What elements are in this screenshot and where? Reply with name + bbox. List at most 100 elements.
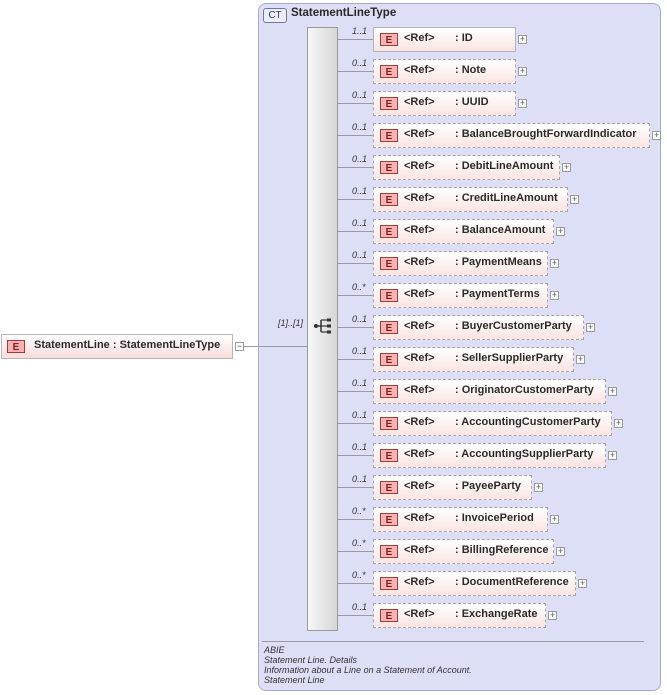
element-ref-label: <Ref> [404,544,435,556]
expand-icon[interactable]: + [550,290,559,300]
element-ref-label: <Ref> [404,32,435,44]
element-name: : UUID [455,96,489,108]
element-cardinality: 0..1 [352,58,368,68]
element-badge: E [380,449,398,462]
expand-icon[interactable]: + [534,482,543,492]
element-cardinality: 0..1 [352,410,368,420]
element-ref-label: <Ref> [404,512,435,524]
element-cardinality: 0..* [352,570,366,580]
element-box[interactable] [373,27,516,52]
expand-icon[interactable]: + [550,258,559,268]
element-box[interactable] [373,219,554,244]
element-ref-label: <Ref> [404,288,435,300]
expand-icon[interactable]: + [518,66,527,76]
element-badge: E [380,481,398,494]
element-ref-label: <Ref> [404,128,435,140]
root-element-box[interactable] [1,334,233,359]
element-box[interactable] [373,155,560,180]
element-box[interactable] [373,347,574,372]
element-ref-label: <Ref> [404,224,435,236]
element-box[interactable] [373,123,650,148]
element-connector [338,103,373,104]
element-ref-label: <Ref> [404,192,435,204]
element-ref-label: <Ref> [404,480,435,492]
element-name: : CreditLineAmount [455,192,558,204]
element-badge: E [380,97,398,110]
expand-icon[interactable]: + [562,162,571,172]
sequence-compositor [307,27,338,631]
element-ref-label: <Ref> [404,352,435,364]
element-connector [338,519,373,520]
element-badge: E [380,417,398,430]
documentation-block: ABIE Statement Line. Details Information… [264,645,472,685]
element-cardinality: 0..1 [352,378,368,388]
expand-icon[interactable]: + [578,578,587,588]
element-cardinality: 0..1 [352,314,368,324]
element-badge: E [380,65,398,78]
expand-icon[interactable]: + [576,354,585,364]
element-ref-label: <Ref> [404,576,435,588]
element-cardinality: 0..1 [352,90,368,100]
expand-icon[interactable]: + [518,98,527,108]
element-connector [338,391,373,392]
expand-icon[interactable]: + [518,34,527,44]
root-element-label: StatementLine : StatementLineType [34,339,221,351]
element-box[interactable] [373,411,612,436]
element-ref-label: <Ref> [404,320,435,332]
element-connector [338,295,373,296]
element-connector [338,39,373,40]
documentation-separator [262,641,644,642]
expand-icon[interactable]: + [608,450,617,460]
element-cardinality: 0..* [352,282,366,292]
element-connector [338,423,373,424]
element-box[interactable] [373,571,576,596]
element-badge: E [380,257,398,270]
sequence-cardinality: [1]..[1] [278,318,304,328]
element-name: : PaymentMeans [455,256,542,268]
expand-icon[interactable]: + [550,514,559,524]
element-connector [338,487,373,488]
element-cardinality: 0..1 [352,602,368,612]
element-box[interactable] [373,187,568,212]
element-connector [338,615,373,616]
element-cardinality: 0..1 [352,186,368,196]
element-connector [338,231,373,232]
element-connector [338,359,373,360]
expand-icon[interactable]: + [652,130,661,140]
doc-line-3: Information about a Line on a Statement … [264,665,472,675]
element-badge: E [380,321,398,334]
element-ref-label: <Ref> [404,64,435,76]
expand-icon[interactable]: + [548,610,557,620]
expand-icon[interactable]: + [608,386,617,396]
element-name: : InvoicePeriod [455,512,534,524]
element-badge: E [380,577,398,590]
element-name: : ExchangeRate [455,608,538,620]
expand-icon[interactable]: + [586,322,595,332]
element-box[interactable] [373,379,606,404]
element-cardinality: 0..* [352,506,366,516]
element-box[interactable] [373,315,584,340]
sequence-icon[interactable] [313,318,333,334]
expand-icon[interactable]: + [556,226,565,236]
expand-icon[interactable]: + [556,546,565,556]
element-box[interactable] [373,251,548,276]
element-ref-label: <Ref> [404,384,435,396]
element-ref-label: <Ref> [404,416,435,428]
element-badge: E [380,225,398,238]
element-box[interactable] [373,539,554,564]
element-name: : AccountingSupplierParty [455,448,594,460]
element-box[interactable] [373,475,532,500]
expand-icon[interactable]: + [614,418,623,428]
element-box[interactable] [373,283,548,308]
element-name: : SellerSupplierParty [455,352,564,364]
element-box[interactable] [373,507,548,532]
element-cardinality: 0..* [352,538,366,548]
element-box[interactable] [373,443,606,468]
element-cardinality: 0..1 [352,154,368,164]
root-expand-icon[interactable]: − [235,341,244,351]
element-name: : Note [455,64,487,76]
element-name: : PayeeParty [455,480,522,492]
root-element-badge: E [7,340,25,353]
element-box[interactable] [373,603,546,628]
expand-icon[interactable]: + [570,194,579,204]
